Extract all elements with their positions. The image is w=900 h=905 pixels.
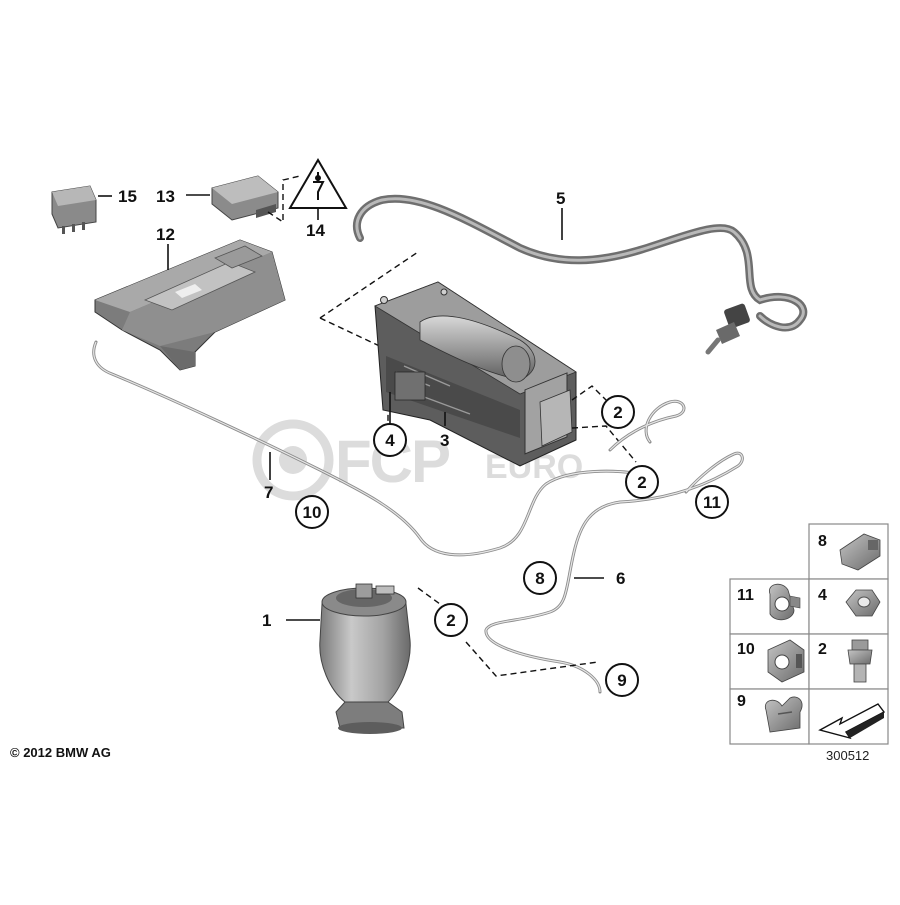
part-7-air-line[interactable]	[92, 340, 642, 557]
callout-2c-text: 2	[446, 611, 455, 630]
part-line-front-right[interactable]	[608, 399, 686, 452]
legend-cell-11[interactable]: 11	[737, 583, 801, 621]
callout-11[interactable]: 11	[695, 485, 729, 519]
label-13[interactable]: 13	[156, 187, 175, 206]
callout-10-text: 10	[303, 503, 322, 522]
label-3[interactable]: 3	[440, 431, 449, 450]
legend-cell-arrow	[818, 703, 886, 740]
label-14[interactable]: 14	[306, 221, 325, 240]
legend-cell-4[interactable]: 4	[818, 587, 881, 617]
callout-4[interactable]: 4	[373, 423, 407, 457]
legend-2-text: 2	[818, 641, 827, 658]
legend-9-text: 9	[737, 693, 746, 710]
callout-11-text: 11	[703, 493, 721, 512]
part-14-warning-label[interactable]	[288, 158, 348, 209]
callout-2c[interactable]: 2	[434, 603, 468, 637]
small-parts-legend: 8 11 4 10 2 9	[729, 523, 889, 745]
callout-9-text: 9	[617, 671, 626, 690]
legend-4-text: 4	[818, 587, 827, 604]
part-3-compressor[interactable]	[374, 281, 577, 467]
legend-cell-10[interactable]: 10	[737, 639, 805, 683]
legend-cell-8[interactable]: 8	[818, 533, 881, 571]
callout-8-text: 8	[535, 569, 544, 588]
callout-4-text: 4	[385, 431, 395, 450]
callout-2b[interactable]: 2	[625, 465, 659, 499]
part-1-air-spring[interactable]	[319, 583, 411, 734]
label-6[interactable]: 6	[616, 569, 625, 588]
callout-2a[interactable]: 2	[601, 395, 635, 429]
callout-8[interactable]: 8	[523, 561, 557, 595]
dashed-link-2a	[571, 385, 613, 407]
legend-10-text: 10	[737, 641, 755, 658]
label-5[interactable]: 5	[556, 189, 565, 208]
legend-cell-9[interactable]: 9	[737, 693, 803, 733]
part-12-bracket[interactable]	[94, 239, 286, 371]
part-6-air-line[interactable]	[484, 451, 744, 694]
dashed-link-2b	[571, 425, 637, 463]
callout-2a-text: 2	[613, 403, 622, 422]
dashed-link-2c	[417, 587, 599, 677]
part-15-relay[interactable]	[51, 185, 97, 234]
label-15[interactable]: 15	[118, 187, 137, 206]
part-13-control-module[interactable]	[211, 175, 279, 221]
legend-8-text: 8	[818, 533, 827, 550]
copyright-text: © 2012 BMW AG	[10, 745, 111, 760]
legend-cell-2[interactable]: 2	[818, 639, 873, 683]
label-12[interactable]: 12	[156, 225, 175, 244]
part-5-hose[interactable]	[352, 194, 808, 355]
legend-11-text: 11	[737, 587, 754, 604]
callout-10[interactable]: 10	[295, 495, 329, 529]
diagram-number: 300512	[826, 748, 869, 763]
callout-9[interactable]: 9	[605, 663, 639, 697]
label-7[interactable]: 7	[264, 483, 273, 502]
callout-2b-text: 2	[637, 473, 646, 492]
label-1[interactable]: 1	[262, 611, 271, 630]
